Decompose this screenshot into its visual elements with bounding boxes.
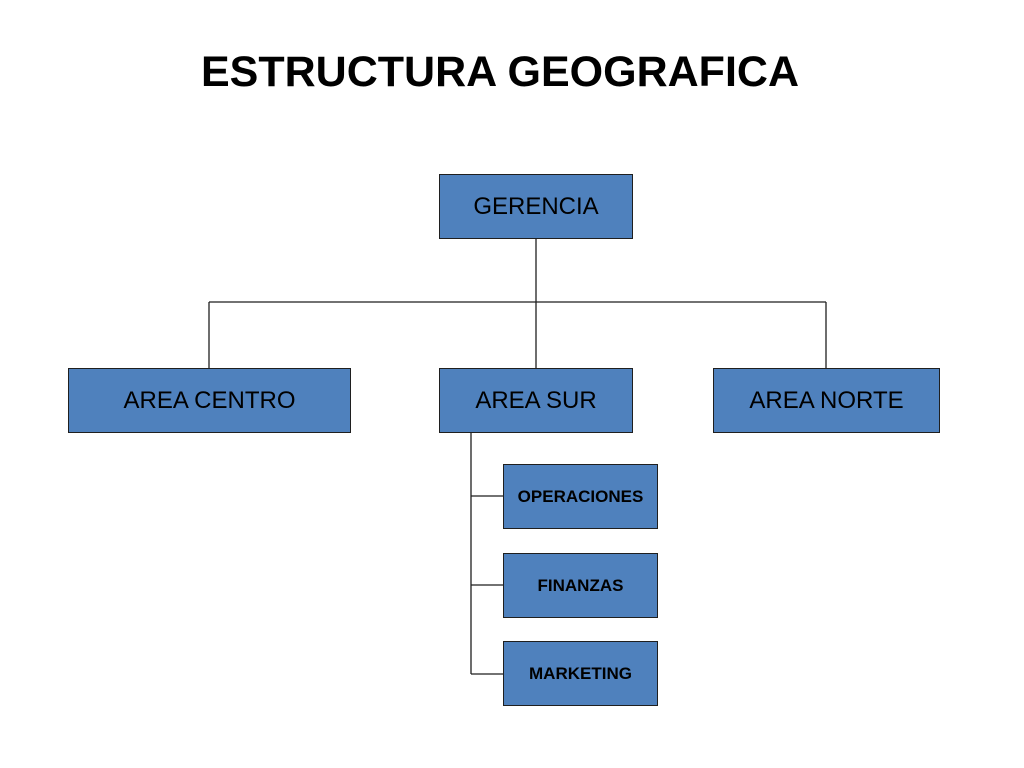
node-gerencia: GERENCIA bbox=[439, 174, 633, 239]
node-label-area-centro: AREA CENTRO bbox=[123, 386, 296, 414]
node-label-marketing: MARKETING bbox=[529, 663, 632, 683]
node-label-area-sur: AREA SUR bbox=[475, 386, 597, 414]
node-label-area-norte: AREA NORTE bbox=[749, 386, 904, 414]
node-operaciones: OPERACIONES bbox=[503, 464, 658, 529]
node-marketing: MARKETING bbox=[503, 641, 658, 706]
node-label-gerencia: GERENCIA bbox=[473, 192, 599, 220]
node-area-centro: AREA CENTRO bbox=[68, 368, 351, 433]
node-area-norte: AREA NORTE bbox=[713, 368, 940, 433]
page-title: ESTRUCTURA GEOGRAFICA bbox=[200, 48, 799, 96]
node-area-sur: AREA SUR bbox=[439, 368, 633, 433]
node-finanzas: FINANZAS bbox=[503, 553, 658, 618]
node-label-finanzas: FINANZAS bbox=[537, 575, 624, 595]
node-label-operaciones: OPERACIONES bbox=[517, 486, 644, 506]
